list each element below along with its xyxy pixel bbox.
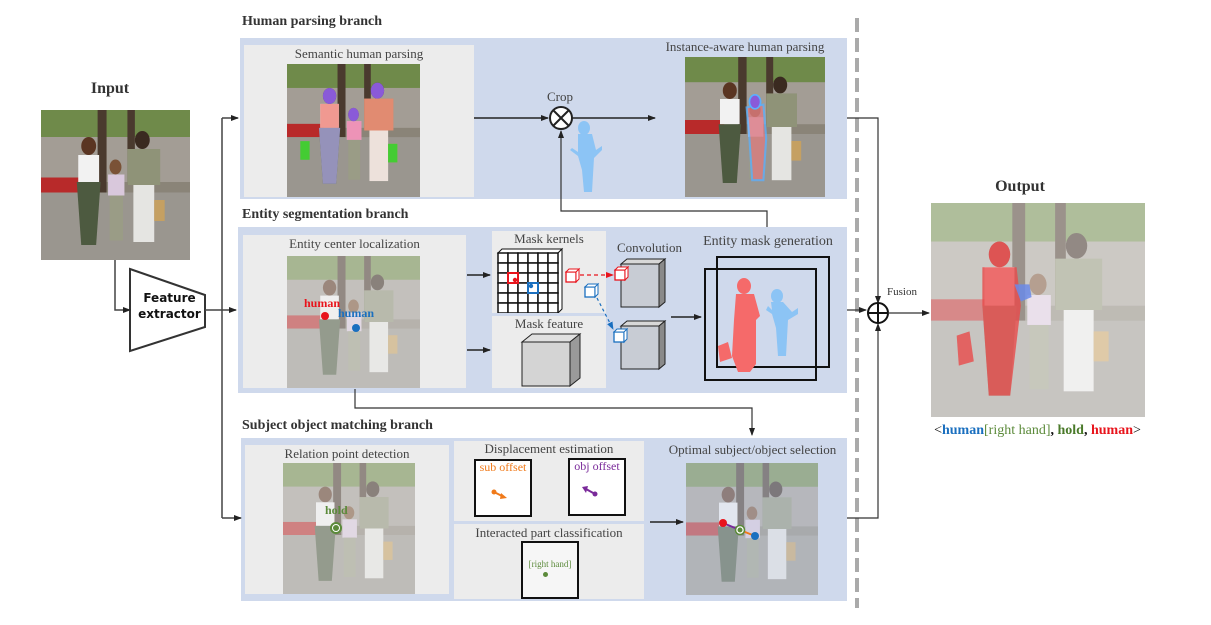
kernel-cell-blue <box>527 282 539 294</box>
instance-parsing-image <box>685 57 825 197</box>
human-center-red <box>321 312 329 320</box>
kernel-cell <box>547 292 559 304</box>
triplet-part: [right hand] <box>984 423 1051 438</box>
triplet-sep2: , <box>1083 423 1091 438</box>
kernel-cell <box>507 302 519 313</box>
sub-offset-label: sub offset <box>479 460 527 474</box>
kernel-cell <box>537 302 549 313</box>
sub-offset-arrow <box>491 489 507 499</box>
triplet-open: < <box>934 423 942 438</box>
convolution-cube-top <box>619 258 667 309</box>
output-title: Output <box>995 178 1045 195</box>
obj-offset-label: obj offset <box>574 459 620 473</box>
selection-label: Optimal subject/object selection <box>668 442 837 457</box>
entity-center-label: Entity center localization <box>289 236 420 251</box>
triplet-object: human <box>1090 423 1133 438</box>
human-center-blue <box>352 324 360 332</box>
mask-feature-cube <box>520 332 582 388</box>
kernel-cell <box>517 272 529 284</box>
kernel-cell <box>517 292 529 304</box>
kernel-cell-red <box>507 272 519 284</box>
kernel-cell <box>517 282 529 294</box>
mask-kernels-grid <box>496 247 564 313</box>
kernel-cell <box>547 282 559 294</box>
kernel-cell <box>517 262 529 274</box>
mask-frame-front <box>704 268 817 381</box>
kernel-cell <box>527 302 539 313</box>
kernel-cell <box>547 252 559 264</box>
kernel-cell <box>507 292 519 304</box>
triplet-verb: hold <box>1057 423 1084 438</box>
semantic-parsing-label: Semantic human parsing <box>294 46 424 61</box>
cropped-human-silhouette <box>570 121 602 192</box>
displacement-label: Displacement estimation <box>484 441 614 456</box>
kernel-cell <box>527 252 539 264</box>
convolution-cube-bottom <box>619 320 667 371</box>
hold-label: hold <box>325 503 348 517</box>
kernel-cell <box>497 262 509 274</box>
kernel-cell <box>507 282 519 294</box>
hold-point-marker <box>330 522 342 534</box>
kernel-cell <box>537 292 549 304</box>
relation-point-label: Relation point detection <box>284 446 410 461</box>
kernel-cell <box>537 272 549 284</box>
kernel-cell <box>517 252 529 264</box>
input-title: Input <box>90 80 130 97</box>
human-label-red: human <box>304 296 341 310</box>
mask-frame-back <box>716 256 830 368</box>
triplet-sep1: , <box>1050 423 1058 438</box>
kernel-cell <box>527 292 539 304</box>
obj-offset-arrow <box>582 486 598 497</box>
kernel-cell <box>497 302 509 313</box>
kernel-cell <box>547 272 559 284</box>
kernel-cell <box>537 252 549 264</box>
feature-extractor-label: Feature extractor <box>132 290 207 322</box>
subject-object-branch-title: Subject object matching branch <box>242 418 433 433</box>
kernel-cell <box>497 292 509 304</box>
input-image <box>41 110 190 260</box>
sub-offset-box <box>474 459 532 517</box>
part-classification-label: Interacted part classification <box>475 525 623 540</box>
kernel-cell <box>507 262 519 274</box>
triplet-subject: human <box>941 423 985 438</box>
feature-extractor-shape <box>129 267 206 353</box>
human-parsing-branch-title: Human parsing branch <box>242 14 383 29</box>
kernel-cell <box>547 302 559 313</box>
entity-center-image <box>287 256 420 388</box>
kernel-cell <box>527 262 539 274</box>
entity-segmentation-branch-title: Entity segmentation branch <box>242 207 409 222</box>
part-point <box>543 572 548 577</box>
feature-extractor-line2: extractor <box>138 307 201 321</box>
part-value-label: [right hand] <box>528 559 572 569</box>
output-triplet: <human[right hand], hold, human> <box>915 423 1160 439</box>
kernel-cell <box>497 272 509 284</box>
mask-feature-label: Mask feature <box>514 316 584 331</box>
dashed-divider <box>855 18 859 608</box>
triplet-close: > <box>1133 423 1141 438</box>
entity-masks <box>718 278 798 372</box>
fusion-label: Fusion <box>887 286 917 298</box>
relation-point-image <box>283 463 415 594</box>
mask-generation-label: Entity mask generation <box>703 234 833 249</box>
kernel-cell <box>547 262 559 274</box>
obj-offset-box <box>568 458 626 516</box>
output-image <box>931 203 1145 417</box>
kernel-cell <box>497 252 509 264</box>
human-label-blue: human <box>338 306 375 320</box>
feature-extractor-line1: Feature <box>143 291 196 305</box>
crop-label: Crop <box>547 89 573 104</box>
kernel-cell <box>527 272 539 284</box>
instance-parsing-label: Instance-aware human parsing <box>665 39 825 54</box>
kernel-cell <box>537 262 549 274</box>
kernel-cell <box>507 252 519 264</box>
kernel-cell <box>517 302 529 313</box>
semantic-parsing-image <box>287 64 420 197</box>
selection-overlay <box>719 519 759 540</box>
fusion-operator-icon <box>867 302 889 324</box>
part-box <box>521 541 579 599</box>
kernel-cell <box>537 282 549 294</box>
mask-kernels-label: Mask kernels <box>514 231 584 246</box>
convolution-label: Convolution <box>616 240 682 255</box>
kernel-cell <box>497 282 509 294</box>
